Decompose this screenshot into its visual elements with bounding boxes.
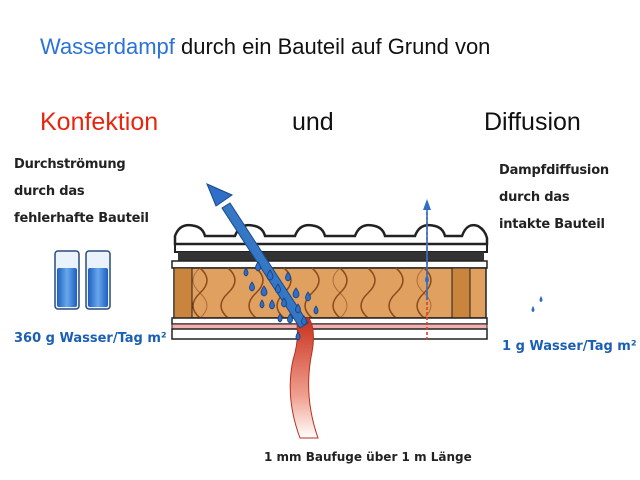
water-glass-icon bbox=[85, 250, 111, 310]
small-droplets-icon bbox=[531, 296, 543, 312]
right-description-line: Dampfdiffusion bbox=[499, 163, 609, 178]
insulation-layer bbox=[173, 267, 487, 319]
right-description: Dampfdiffusion durch das intakte Bauteil bbox=[499, 157, 609, 238]
left-description: Durchströmung durch das fehlerhafte Baut… bbox=[14, 151, 149, 232]
convection-arrow-head-icon bbox=[206, 183, 234, 207]
left-description-line: durch das bbox=[14, 184, 85, 199]
left-description-line: Durchströmung bbox=[14, 157, 126, 172]
title-rest: durch ein Bauteil auf Grund von bbox=[174, 34, 491, 59]
diffusion-arrow-head-icon bbox=[423, 199, 431, 210]
right-description-line: durch das bbox=[499, 190, 570, 205]
water-glass-icon bbox=[54, 250, 80, 310]
subtitle-konfektion: Konfektion bbox=[40, 108, 159, 136]
subtitle-und: und bbox=[292, 108, 334, 136]
slide-title: Wasserdampf durch ein Bauteil auf Grund … bbox=[40, 34, 490, 60]
vapour-barrier bbox=[171, 317, 488, 325]
title-accent-word: Wasserdampf bbox=[40, 34, 175, 59]
leak-stream-fade bbox=[276, 440, 342, 470]
joint-caption: 1 mm Baufuge über 1 m Länge bbox=[264, 450, 472, 464]
diffusion-rate-label: 1 g Wasser/Tag m² bbox=[502, 339, 637, 354]
subtitle-diffusion: Diffusion bbox=[484, 108, 581, 136]
interior-lining bbox=[171, 328, 488, 340]
left-description-line: fehlerhafte Bauteil bbox=[14, 211, 149, 226]
water-droplets bbox=[243, 261, 319, 341]
diffusion-arrow bbox=[423, 199, 431, 340]
upper-membrane bbox=[171, 260, 488, 269]
roof-tiles bbox=[173, 223, 489, 261]
convection-rate-label: 360 g Wasser/Tag m² bbox=[14, 331, 167, 346]
right-description-line: intakte Bauteil bbox=[499, 217, 605, 232]
